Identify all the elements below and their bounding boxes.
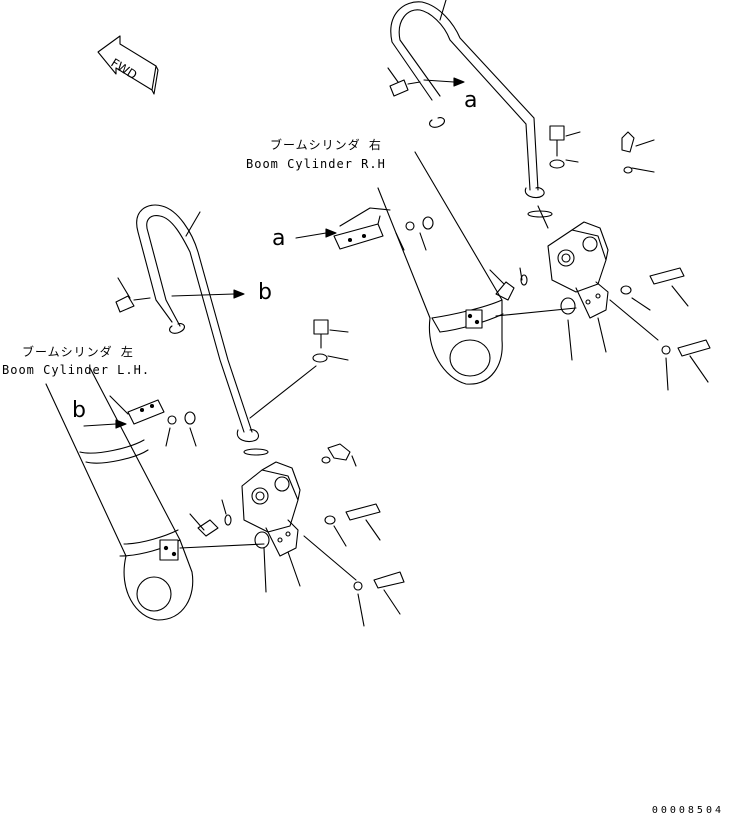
label-boom-cylinder-rh-jp: ブームシリンダ 右 bbox=[270, 138, 382, 152]
drawing-number: 00008504 bbox=[651, 805, 724, 816]
boom-cylinder-rh bbox=[378, 152, 503, 384]
valve-rh bbox=[490, 126, 710, 390]
bracket-a-rh bbox=[296, 208, 433, 250]
fwd-arrow-icon bbox=[98, 36, 158, 94]
ref-a-bracket-rh: a bbox=[272, 226, 286, 251]
valve-lh bbox=[180, 320, 404, 626]
boom-cylinder-lh bbox=[46, 368, 193, 620]
label-boom-cylinder-lh-jp: ブームシリンダ 左 bbox=[22, 345, 134, 359]
label-boom-cylinder-rh-en: Boom Cylinder R.H bbox=[246, 157, 386, 171]
ref-b-pipe-lh: b bbox=[258, 280, 272, 305]
ref-b-bracket-lh: b bbox=[72, 398, 86, 423]
ref-a-pipe-rh: a bbox=[464, 88, 478, 113]
label-boom-cylinder-lh-en: Boom Cylinder L.H. bbox=[2, 363, 151, 377]
pipe-lh bbox=[116, 205, 258, 442]
pipe-rh bbox=[388, 0, 544, 198]
bracket-b-lh bbox=[84, 396, 196, 446]
